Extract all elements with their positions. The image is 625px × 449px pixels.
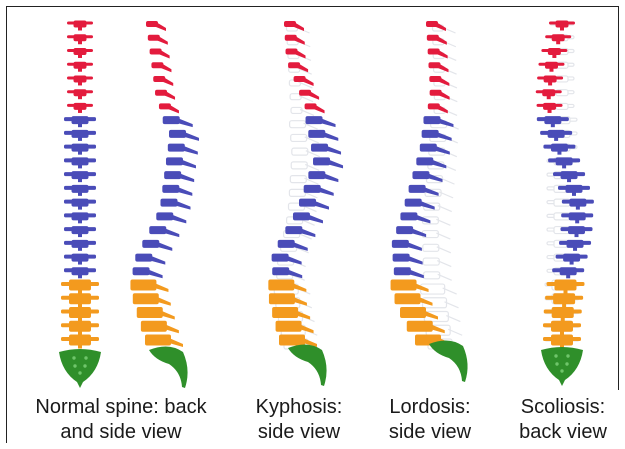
vertebra <box>61 321 99 335</box>
vertebra <box>137 307 175 320</box>
sacrum <box>429 340 468 382</box>
vertebra <box>64 116 96 127</box>
vertebra <box>276 321 314 334</box>
vertebra <box>67 75 93 85</box>
caption-lordosis: Lordosis: side view <box>375 395 485 445</box>
vertebra <box>67 48 93 58</box>
vertebra <box>305 103 325 113</box>
caption-scoliosis-line2: back view <box>508 420 618 445</box>
vertebra <box>64 171 96 182</box>
vertebra <box>145 335 183 348</box>
ghost-vertebra <box>424 272 452 281</box>
ghost-vertebra <box>422 231 450 240</box>
caption-kyphosis-line1: Kyphosis: <box>244 395 354 420</box>
vertebra <box>168 144 198 155</box>
vertebra <box>313 157 343 168</box>
caption-normal-line2: and side view <box>10 420 232 445</box>
vertebra <box>64 254 96 265</box>
sacrum <box>288 344 327 386</box>
vertebra <box>148 35 168 45</box>
vertebra <box>64 212 96 223</box>
vertebra <box>64 199 96 210</box>
vertebra <box>67 62 93 72</box>
vertebra <box>269 293 307 306</box>
vertebra <box>393 254 423 265</box>
sacrum <box>149 346 188 388</box>
vertebra <box>61 280 99 294</box>
vertebra <box>67 103 93 113</box>
lordosis-side-view <box>391 21 468 382</box>
vertebra <box>153 76 173 86</box>
vertebra <box>156 212 186 223</box>
vertebra <box>67 21 93 31</box>
caption-scoliosis-line1: Scoliosis: <box>508 395 618 420</box>
caption-lordosis-line2: side view <box>375 420 485 445</box>
vertebra <box>64 185 96 196</box>
vertebra <box>150 48 170 58</box>
vertebra <box>61 335 99 349</box>
vertebra <box>149 226 179 237</box>
normal-spine-back-view <box>59 21 101 389</box>
kyphosis-side-view <box>268 21 343 386</box>
vertebra <box>64 240 96 251</box>
vertebra <box>308 130 338 141</box>
caption-scoliosis: Scoliosis: back view <box>508 395 618 445</box>
vertebra <box>160 199 190 210</box>
vertebra <box>133 267 163 278</box>
caption-lordosis-line1: Lordosis: <box>375 395 485 420</box>
vertebra <box>61 307 99 321</box>
vertebra <box>64 157 96 168</box>
vertebra <box>64 130 96 141</box>
vertebra <box>163 116 193 127</box>
vertebra <box>164 171 194 182</box>
caption-normal-spine: Normal spine: back and side view <box>10 395 232 445</box>
vertebra <box>141 321 179 334</box>
vertebra <box>169 130 199 141</box>
vertebra <box>64 267 96 278</box>
vertebra <box>151 62 171 72</box>
vertebra <box>162 185 192 196</box>
vertebra <box>268 280 306 293</box>
caption-kyphosis: Kyphosis: side view <box>244 395 354 445</box>
vertebra <box>135 254 165 265</box>
vertebra <box>299 90 319 100</box>
vertebra <box>64 226 96 237</box>
vertebra <box>67 89 93 99</box>
vertebra <box>146 21 166 31</box>
vertebra <box>272 307 310 320</box>
vertebra <box>392 240 422 251</box>
vertebra <box>142 240 172 251</box>
caption-normal-line1: Normal spine: back <box>10 395 232 420</box>
ghost-vertebra <box>423 244 451 253</box>
vertebra <box>394 267 424 278</box>
vertebra <box>159 103 179 113</box>
vertebra <box>308 171 338 182</box>
sacrum <box>59 349 101 388</box>
sacrum <box>541 347 583 386</box>
vertebra <box>61 293 99 307</box>
vertebra <box>166 157 196 168</box>
normal-spine-side-view <box>130 21 199 388</box>
ghost-vertebra <box>423 258 451 267</box>
caption-kyphosis-line2: side view <box>244 420 354 445</box>
vertebra <box>396 226 426 237</box>
vertebra <box>67 34 93 44</box>
vertebra <box>155 90 175 100</box>
vertebra <box>311 144 341 155</box>
vertebra <box>133 293 171 306</box>
vertebra <box>130 280 168 293</box>
scoliosis-back-view <box>536 21 594 387</box>
vertebra <box>64 144 96 155</box>
